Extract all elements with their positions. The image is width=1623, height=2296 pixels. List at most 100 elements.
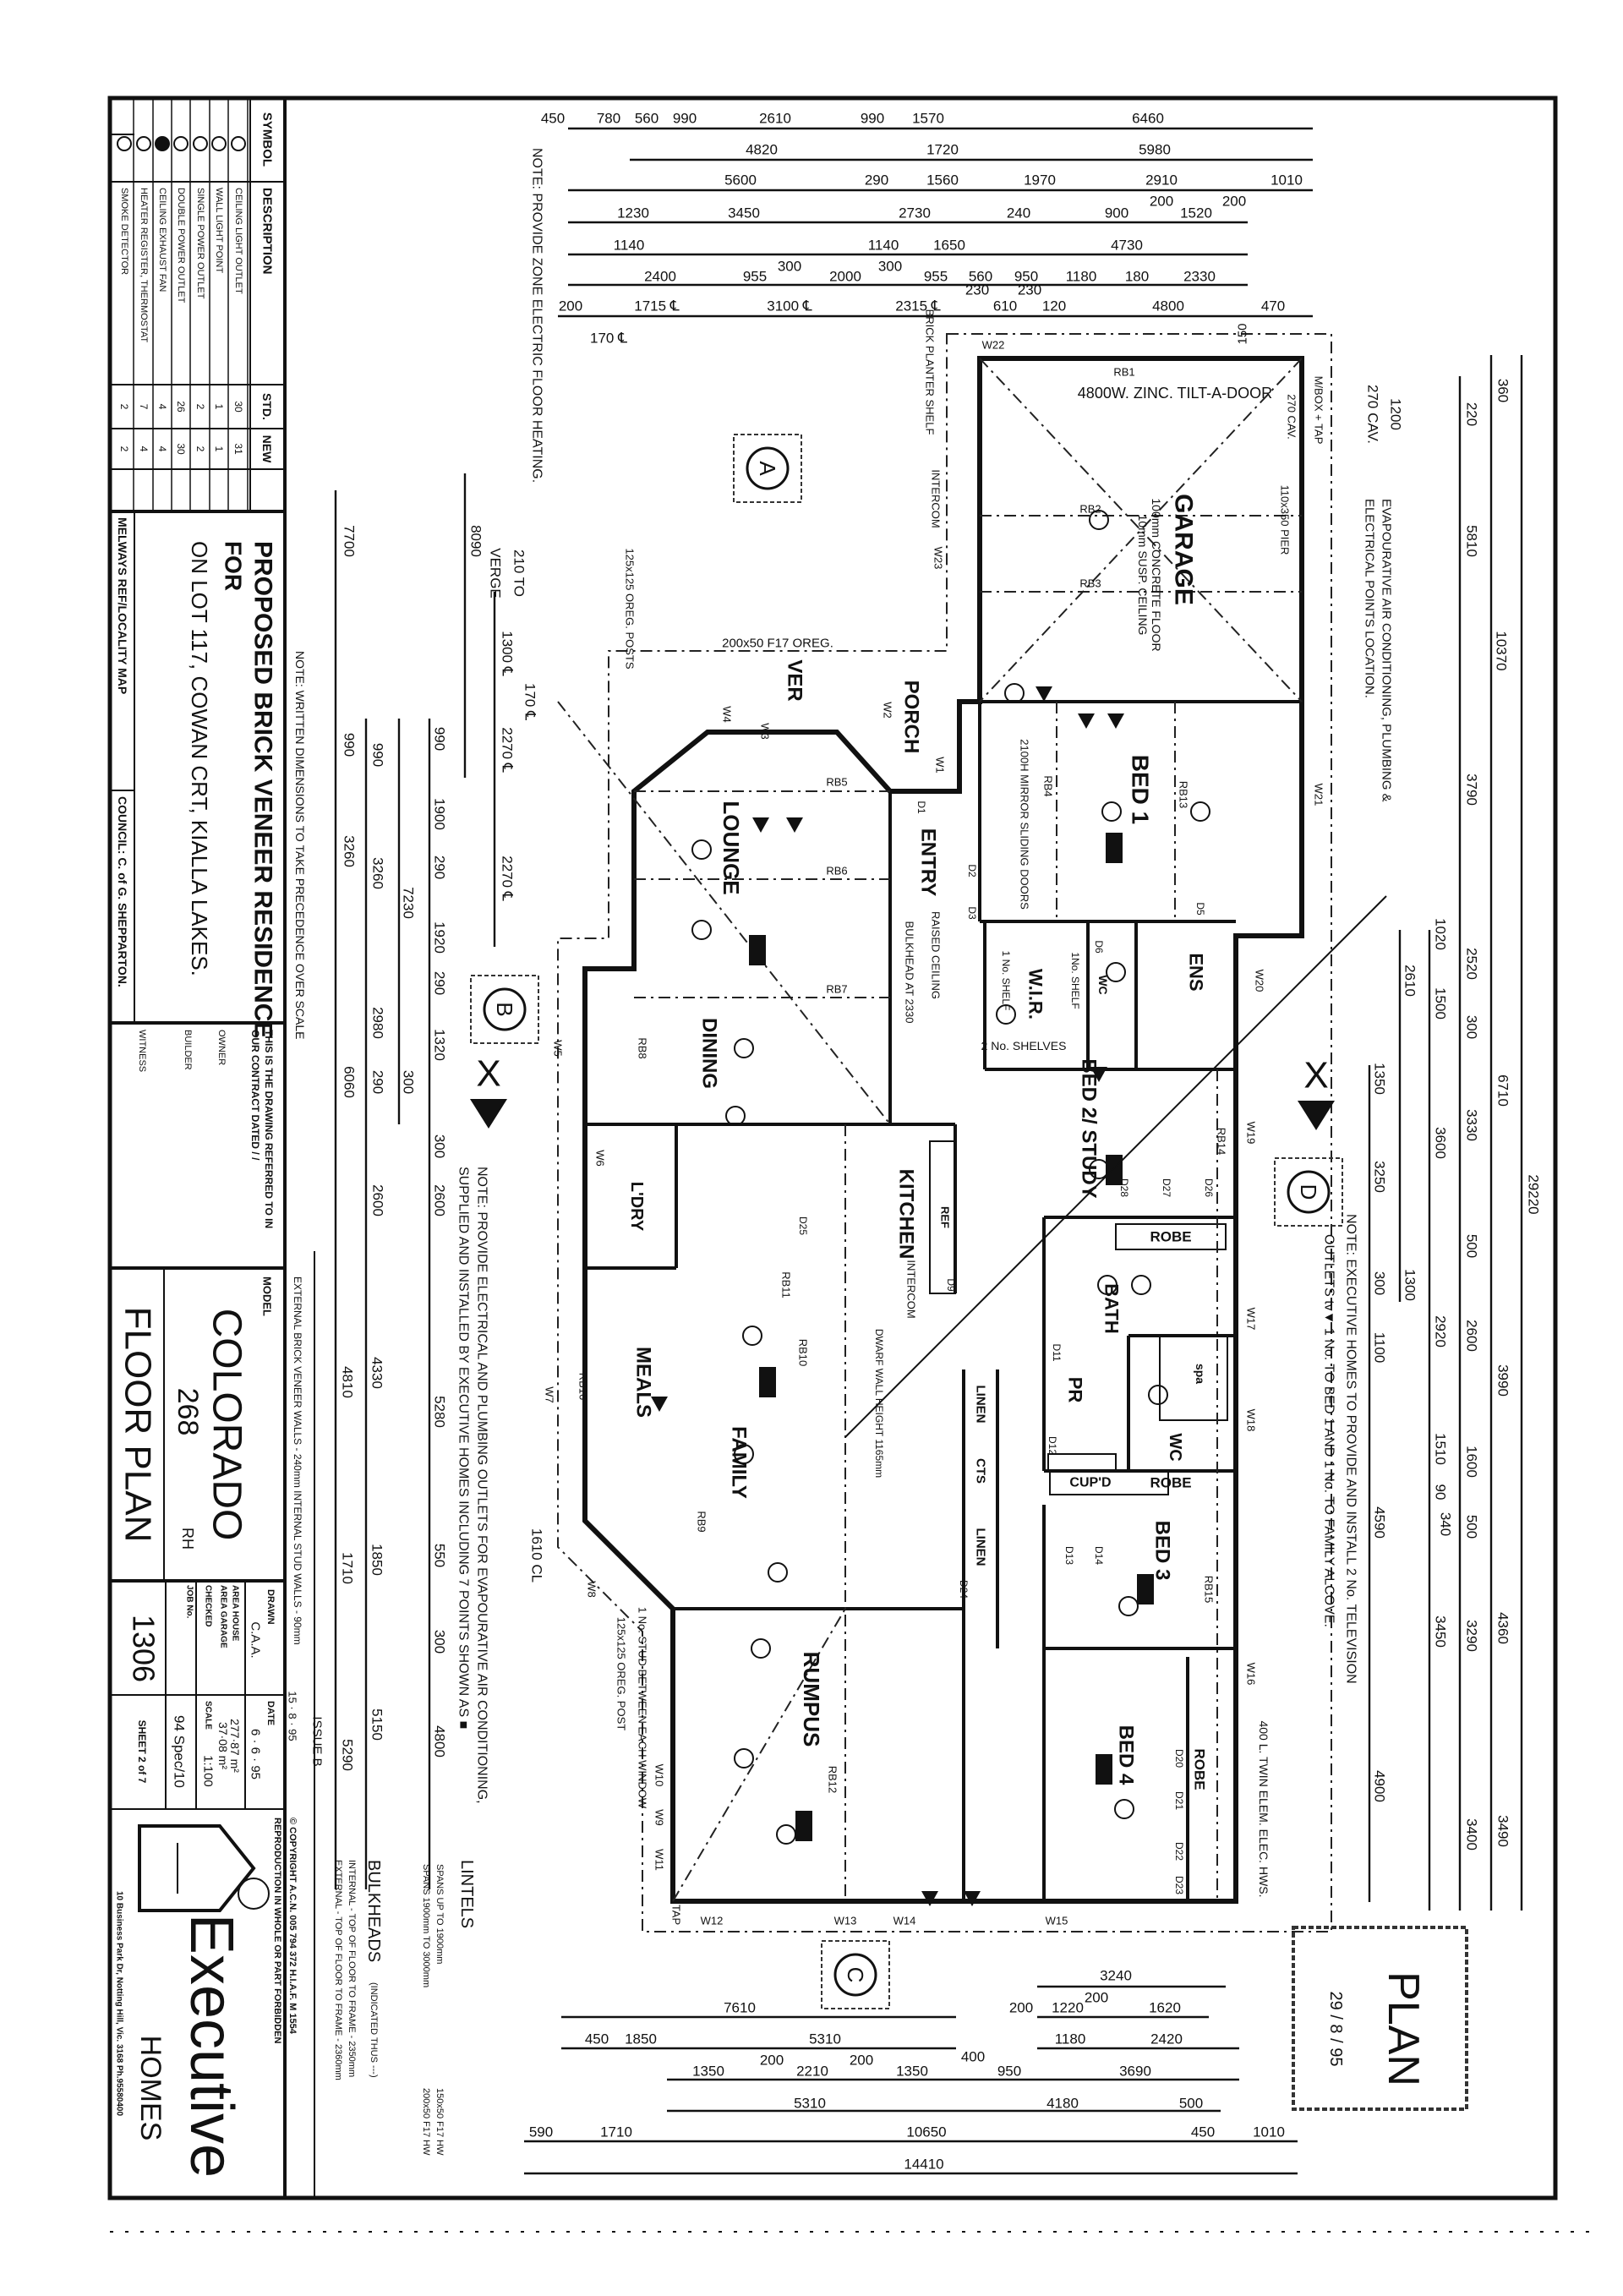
ceiling-light-icon [742, 1326, 762, 1346]
legend-description: SMOKE DETECTOR [119, 188, 129, 275]
legend-description: CEILING LIGHT OUTLET [233, 188, 243, 294]
dimension-label: 950 [997, 2064, 1021, 2080]
dimension-label: 560 [969, 269, 992, 285]
lintel-span-2: SPANS 1900mm TO 3000mm [421, 1864, 431, 1987]
room-label-wc2: WC [1096, 975, 1110, 994]
legend-header-description: DESCRIPTION [260, 188, 275, 275]
dimension-label: 10650 [906, 2124, 946, 2140]
roof-beam-label: RB11 [780, 1271, 793, 1298]
bulkheads-note: (INDICATED THUS ---) [369, 1982, 379, 2078]
ceiling-light-icon [691, 839, 712, 860]
dimension-label: 2000 [829, 269, 861, 285]
dimension-label: 150 [1236, 323, 1250, 344]
ceiling-light-icon [1148, 1385, 1168, 1405]
dimension-label: 2920 [1433, 1315, 1449, 1348]
dimension-label: 1020 [1433, 918, 1449, 950]
single-power-outlet-icon [193, 136, 208, 151]
legend-new-count: 2 [194, 446, 206, 452]
area-garage: 37·08 m² [216, 1722, 230, 1769]
dimension-label: 2270 ℄ [500, 856, 516, 901]
dimension-label: 4180 [1046, 2096, 1079, 2112]
power-outlet-icon [752, 817, 769, 833]
legend-new-count: 4 [138, 446, 150, 452]
dimension-label: 1970 [1024, 172, 1056, 189]
dimension-label: 1010 [1271, 172, 1303, 189]
scale: 1:100 [201, 1755, 216, 1787]
stamp-text: PLAN [1379, 1971, 1428, 2086]
legend-new-count: 1 [213, 446, 225, 452]
window-label: W4 [721, 706, 734, 723]
power-outlet-icon [1078, 713, 1095, 729]
internal-frame-height: INTERNAL - TOP OF FLOOR TO FRAME - 2350m… [347, 1860, 357, 2077]
model-number: 268 [172, 1388, 204, 1436]
date: 6 · 6 · 95 [249, 1729, 263, 1779]
legend-std-count: 1 [213, 404, 225, 410]
plan-note-planter: BRICK PLANTER SHELF [924, 309, 937, 435]
job-number: 1306 [127, 1615, 161, 1682]
roof-beam-label: RB7 [826, 983, 847, 996]
dimension-label: 6060 [342, 1066, 358, 1098]
ceiling-light-icon [1089, 510, 1109, 530]
roof-beam-label: RB8 [637, 1037, 649, 1058]
legend-std-count: 26 [175, 401, 187, 413]
window-label: W21 [1313, 784, 1325, 806]
dimension-label: 2610 [759, 111, 791, 127]
ceiling-light-icon [996, 1004, 1016, 1025]
ceiling-light-icon [1101, 801, 1122, 822]
drawing-title: FLOOR PLAN [117, 1307, 159, 1543]
dimension-label: 3330 [1464, 1109, 1480, 1141]
issue-label: ISSUE B [310, 1716, 325, 1766]
dimension-label: 1650 [933, 238, 965, 254]
room-label-garage: GARAGE [1170, 494, 1198, 605]
window-label: W23 [932, 547, 945, 570]
room-label-porch: PORCH [900, 681, 923, 754]
legend-std-count: 2 [194, 404, 206, 410]
plan-note-shelves: 2 No. SHELVES [981, 1039, 1067, 1052]
ceiling-light-icon [1004, 683, 1025, 703]
dimension-label: 5280 [432, 1396, 448, 1428]
window-label: W14 [893, 1915, 916, 1927]
legend-header-std: STD. [260, 393, 274, 420]
door-label: D24 [958, 1580, 970, 1599]
note-evap-location: EVAPOURATIVE AIR CONDITIONING, PLUMBING … [1380, 499, 1394, 802]
ceiling-light-icon [1190, 801, 1210, 822]
dimension-label: 290 [865, 172, 888, 189]
dimension-label: 1850 [625, 2031, 657, 2047]
dimension-label: 1510 [1433, 1433, 1449, 1465]
dimension-label: 230 [965, 282, 989, 298]
roof-beam-label: RB16 [577, 1373, 590, 1401]
dimension-label: 900 [1105, 205, 1128, 221]
dimension-label: 2600 [432, 1184, 448, 1216]
dimension-label: 5310 [794, 2096, 826, 2112]
dimension-label: 3490 [1495, 1815, 1511, 1847]
dimension-label: 7230 [401, 887, 417, 919]
dimension-label: 1180 [1055, 2031, 1086, 2047]
dimension-label: 1570 [912, 111, 944, 127]
plan-note-stud: 1 No. STUD BETWEEN EACH WINDOW [637, 1607, 649, 1809]
plan-note-mbox: M/BOX + TAP [1313, 376, 1325, 445]
dimension-label: 2400 [644, 269, 676, 285]
plan-note-posts2: 125x125 OREG. POST [615, 1617, 628, 1730]
dimension-label: 1300 ℄ [500, 631, 516, 676]
dimension-label: 1710 [600, 2124, 632, 2140]
door-label: D25 [797, 1216, 809, 1235]
dimension-label: 300 [432, 1630, 448, 1654]
dimension-label: 4590 [1372, 1506, 1388, 1539]
plan-note-door: 4800W. ZINC. TILT-A-DOOR [1078, 385, 1272, 402]
sheet-number: SHEET 2 of 7 [136, 1720, 148, 1784]
plan-note-raised: RAISED CEILING [930, 911, 943, 999]
elevation-marker-icon [483, 987, 527, 1031]
dimension-label: 10370 [1494, 631, 1510, 670]
roof-beam-label: RB6 [826, 865, 847, 877]
dimension-label: 7700 [342, 525, 358, 557]
room-label-meals: MEALS [632, 1347, 655, 1418]
ceiling-light-icon [1131, 1275, 1151, 1295]
elevation-marker-icon [833, 1953, 877, 1997]
dimension-label: 780 [597, 111, 620, 127]
room-label-bed4: BED 4 [1115, 1725, 1138, 1785]
lintel-size-1: 150x50 F17 HW [434, 2088, 445, 2156]
elevation-marker-c: C [843, 1967, 868, 1983]
dimension-label: 5600 [724, 172, 757, 189]
room-label-bed3: BED 3 [1151, 1521, 1174, 1581]
